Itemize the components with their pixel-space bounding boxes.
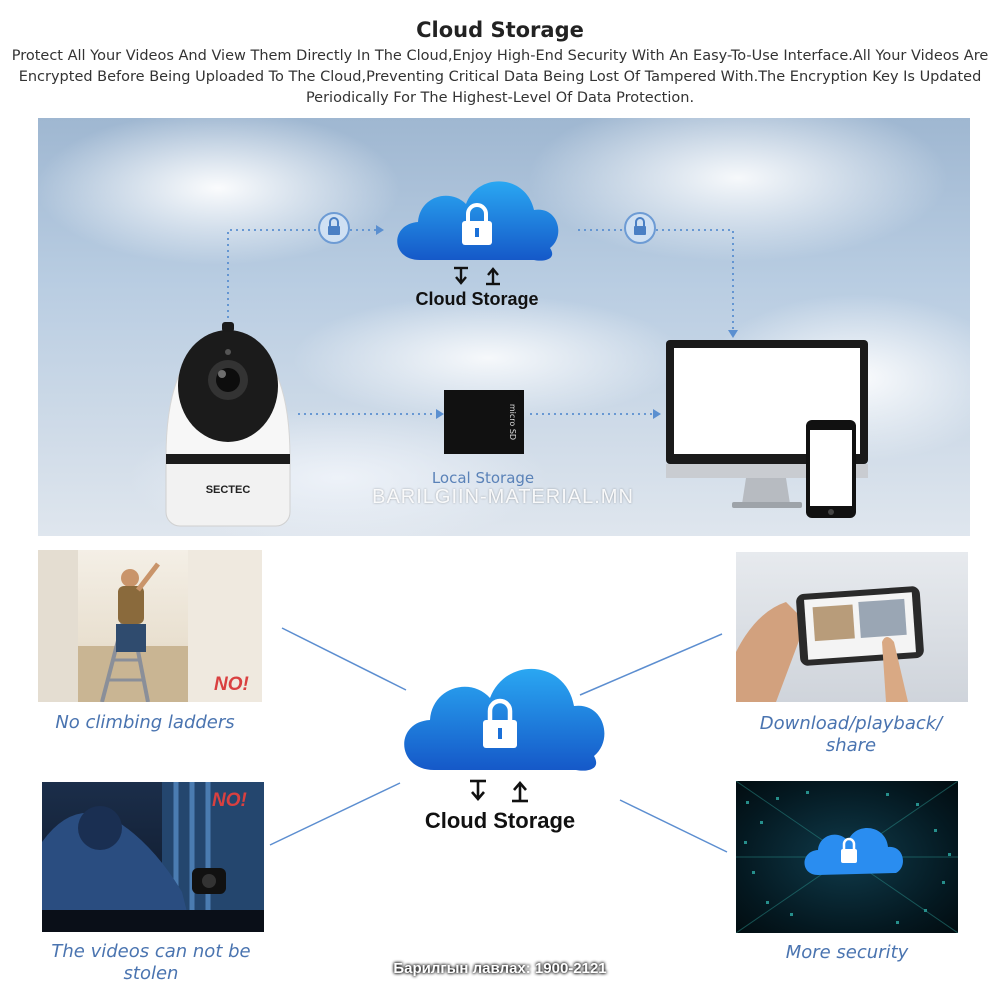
download-arrow-icon (454, 266, 468, 285)
sd-card-label: micro SD (508, 404, 517, 440)
hero-diagram: SECTEC micro SD (165, 181, 868, 527)
download-arrow-icon (470, 779, 486, 801)
cloud-lock-icon (397, 181, 559, 261)
thief-photo: NO! (42, 782, 264, 932)
page-title: Cloud Storage (416, 18, 584, 42)
cloud-storage-label: Cloud Storage (415, 289, 539, 309)
security-camera-icon: SECTEC (165, 322, 291, 527)
ladder-photo: NO! (38, 550, 262, 702)
no-badge: NO! (214, 674, 249, 695)
smartphone-icon (806, 420, 856, 518)
stolen-caption: The videos can not be stolen (51, 941, 251, 984)
arrow-down-icon (728, 330, 738, 338)
camera-brand: SECTEC (206, 484, 251, 496)
lock-badge-icon (624, 212, 656, 244)
center-cloud-lock-icon (404, 668, 605, 771)
footer-contact: Барилгын лавлах: 1900-2121 (393, 960, 607, 977)
watermark: BARILGIIN-MATERIAL.MN (372, 486, 634, 508)
phone-playback-photo (736, 552, 968, 702)
arrow-right-icon (653, 409, 661, 419)
upload-arrow-icon (486, 267, 500, 286)
sd-card-icon: micro SD (444, 390, 524, 454)
page-description: Protect All Your Videos And View Them Di… (11, 48, 989, 106)
cloud-lock-icon (804, 828, 903, 875)
upload-arrow-icon (512, 781, 528, 803)
security-caption: More security (785, 942, 909, 963)
download-caption: Download/playback/ share (759, 713, 943, 756)
arrow-right-icon (436, 409, 444, 419)
hero-banner: SECTEC micro SD Cloud Storage Local Stor… (38, 118, 970, 536)
local-storage-label: Local Storage (431, 469, 535, 487)
center-cloud-label: Cloud Storage (424, 808, 576, 833)
arrow-right-icon (376, 225, 384, 235)
no-badge: NO! (212, 790, 247, 811)
digital-security-photo (736, 781, 958, 933)
lock-badge-icon (318, 212, 350, 244)
ladders-caption: No climbing ladders (55, 712, 235, 733)
